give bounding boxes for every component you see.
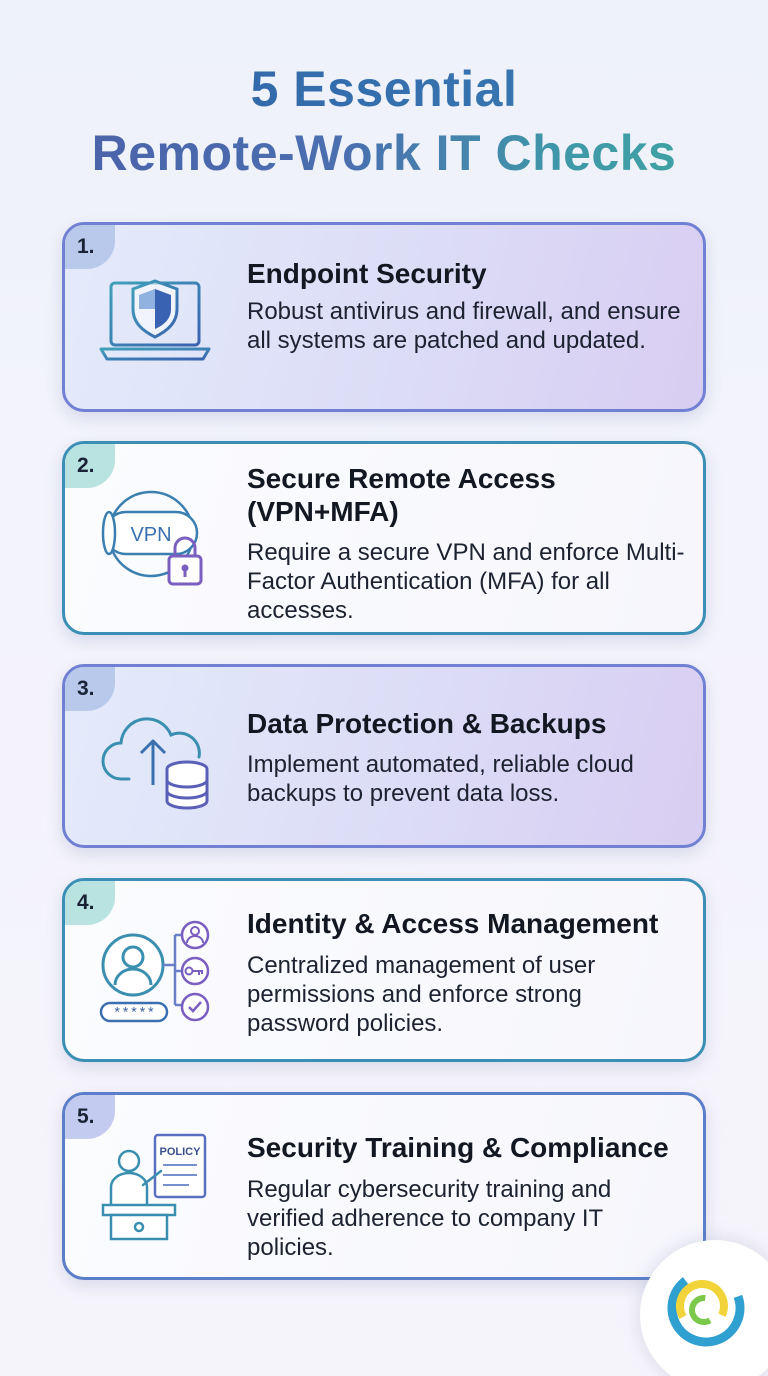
card-description: Centralized management of user permissio… xyxy=(247,952,596,1037)
card-title: Security Training & Compliance xyxy=(247,1132,669,1163)
cloud-database-icon xyxy=(101,717,209,810)
laptop-shield-icon xyxy=(99,279,211,361)
card-title: Endpoint Security xyxy=(247,258,487,289)
title-line-2: Remote-Work IT Checks xyxy=(0,122,768,184)
card-number: 1. xyxy=(65,225,115,269)
vpn-label: VPN xyxy=(130,524,171,546)
card-description: Require a secure VPN and enforce Multi-F… xyxy=(247,539,685,624)
check-card-identity-access: 4. ***** Identity & Access Management Ce… xyxy=(62,878,706,1062)
policy-label: POLICY xyxy=(160,1146,202,1158)
brand-logo xyxy=(640,1240,768,1376)
user-access-icon: ***** xyxy=(99,920,210,1023)
card-description: Robust antivirus and firewall, and ensur… xyxy=(247,298,681,354)
page-title: 5 Essential Remote-Work IT Checks xyxy=(0,58,768,184)
swirl-logo-icon xyxy=(667,1269,745,1347)
check-card-security-training: 5. POLICY Security Training & Compliance… xyxy=(62,1092,706,1280)
card-title: Identity & Access Management xyxy=(247,908,659,939)
title-line-1: 5 Essential xyxy=(0,58,768,120)
password-mask: ***** xyxy=(113,1006,155,1022)
card-number: 2. xyxy=(65,444,115,488)
training-policy-icon: POLICY xyxy=(101,1133,207,1241)
check-card-secure-remote-access: 2. VPN Secure Remote Access (VPN+MFA) Re… xyxy=(62,441,706,635)
card-description: Regular cybersecurity training and verif… xyxy=(247,1176,612,1261)
card-title: Secure Remote Access (VPN+MFA) xyxy=(247,463,556,527)
check-card-data-protection: 3. Data Protection & Backups Implement a… xyxy=(62,664,706,848)
card-description: Implement automated, reliable cloud back… xyxy=(247,751,634,807)
card-title: Data Protection & Backups xyxy=(247,708,607,739)
check-card-endpoint-security: 1. Endpoint Security Robust antivirus an… xyxy=(62,222,706,412)
vpn-lock-icon: VPN xyxy=(101,490,203,586)
